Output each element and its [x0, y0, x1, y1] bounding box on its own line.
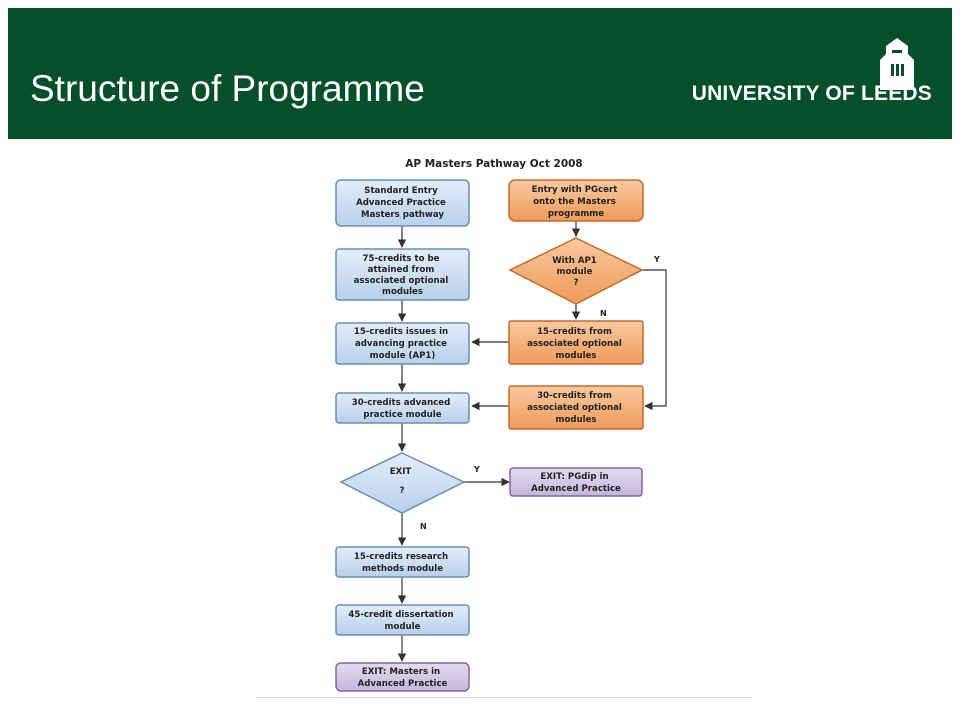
node-line: Standard Entry — [364, 186, 438, 196]
node-optional-15: 15-credits from associated optional modu… — [508, 320, 644, 365]
node-standard-entry: Standard Entry Advanced Practice Masters… — [335, 179, 470, 227]
node-line: 45-credit dissertation — [348, 610, 453, 620]
node-line: Entry with PGcert — [532, 185, 618, 195]
svg-text:15-credits research meth: 15-credits research methods module — [354, 552, 451, 574]
node-advanced-30: 30-credits advanced practice module — [335, 392, 470, 424]
parkinson-tower-icon — [870, 38, 924, 90]
svg-text:75-credits to be attaine: 75-credits to be attained from associate… — [354, 254, 452, 297]
node-line: module — [557, 267, 593, 277]
node-line: modules — [382, 287, 423, 297]
svg-text:30-credits from associat: 30-credits from associated optional modu… — [527, 391, 625, 425]
node-line: modules — [555, 351, 596, 361]
node-research-15: 15-credits research methods module — [335, 546, 470, 578]
node-line: modules — [555, 415, 596, 425]
node-line: associated optional — [527, 403, 622, 413]
node-line: 15-credits from — [537, 327, 612, 337]
svg-text:EXIT: Masters in Advance: EXIT: Masters in Advanced Practice — [358, 667, 448, 689]
node-line: onto the Masters — [533, 197, 616, 207]
node-line: module — [385, 622, 421, 632]
node-line: ? — [400, 486, 405, 496]
node-line: module (AP1) — [370, 351, 436, 361]
svg-text:EXIT: PGdip in Advanced: EXIT: PGdip in Advanced Practice — [531, 472, 621, 494]
node-line: associated optional — [527, 339, 622, 349]
node-line: Advanced Practice — [531, 484, 621, 494]
svg-text:45-credit dissertation m: 45-credit dissertation module — [348, 610, 456, 632]
header-banner — [8, 8, 952, 139]
node-line: programme — [548, 209, 604, 219]
node-dissertation-45: 45-credit dissertation module — [335, 604, 470, 636]
node-line: practice module — [363, 410, 441, 420]
node-ap1-module: 15-credits issues in advancing practice … — [335, 322, 470, 365]
edge-label-exit-no: N — [420, 522, 427, 531]
node-line: Masters pathway — [361, 210, 444, 220]
node-line: EXIT: PGdip in — [540, 472, 608, 482]
university-logo-text: UNIVERSITY OF LEEDS — [691, 82, 932, 105]
edge-label-ap1-no: N — [600, 309, 607, 318]
node-optional-30: 30-credits from associated optional modu… — [508, 385, 644, 430]
node-ap1-decision: With AP1 module ? — [508, 237, 644, 305]
node-line: advancing practice — [355, 339, 447, 349]
node-credits-75: 75-credits to be attained from associate… — [335, 248, 470, 301]
node-line: Advanced Practice — [358, 679, 448, 689]
connectors — [397, 221, 667, 662]
node-line: attained from — [368, 265, 435, 275]
node-pgcert-entry: Entry with PGcert onto the Masters progr… — [508, 179, 644, 222]
node-line: EXIT — [390, 467, 412, 477]
svg-text:15-credits issues in adv: 15-credits issues in advancing practice … — [354, 327, 451, 361]
node-line: 15-credits research — [354, 552, 448, 562]
node-line: 30-credits from — [537, 391, 612, 401]
divider — [255, 697, 752, 698]
node-exit-decision: EXIT ? — [339, 452, 466, 514]
slide-title: Structure of Programme — [30, 68, 425, 109]
node-line: ? — [574, 278, 579, 288]
svg-text:30-credits advanced prac: 30-credits advanced practice module — [352, 398, 454, 420]
node-line: With AP1 — [552, 256, 597, 266]
svg-text:With AP1 module ?: With AP1 module ? — [552, 256, 600, 288]
node-line: Advanced Practice — [356, 198, 446, 208]
node-pgdip-exit: EXIT: PGdip in Advanced Practice — [509, 467, 643, 497]
node-line: 15-credits issues in — [354, 327, 448, 337]
node-line: 30-credits advanced — [352, 398, 451, 408]
edge-label-ap1-yes: Y — [653, 255, 660, 264]
node-masters-exit: EXIT: Masters in Advanced Practice — [335, 662, 470, 692]
diagram-title: AP Masters Pathway Oct 2008 — [405, 158, 583, 170]
edge-label-exit-yes: Y — [473, 465, 480, 474]
svg-text:Standard Entry Advanced: Standard Entry Advanced Practice Masters… — [356, 186, 449, 220]
node-line: 75-credits to be — [363, 254, 440, 264]
svg-text:15-credits from associat: 15-credits from associated optional modu… — [527, 327, 625, 361]
node-line: EXIT: Masters in — [362, 667, 440, 677]
node-line: methods module — [362, 564, 443, 574]
svg-text:EXIT ?: EXIT ? — [390, 467, 415, 496]
arrow-decision-yes — [642, 269, 667, 411]
node-line: associated optional — [354, 276, 449, 286]
svg-text:Entry with PGcert onto t: Entry with PGcert onto the Masters progr… — [532, 185, 621, 219]
